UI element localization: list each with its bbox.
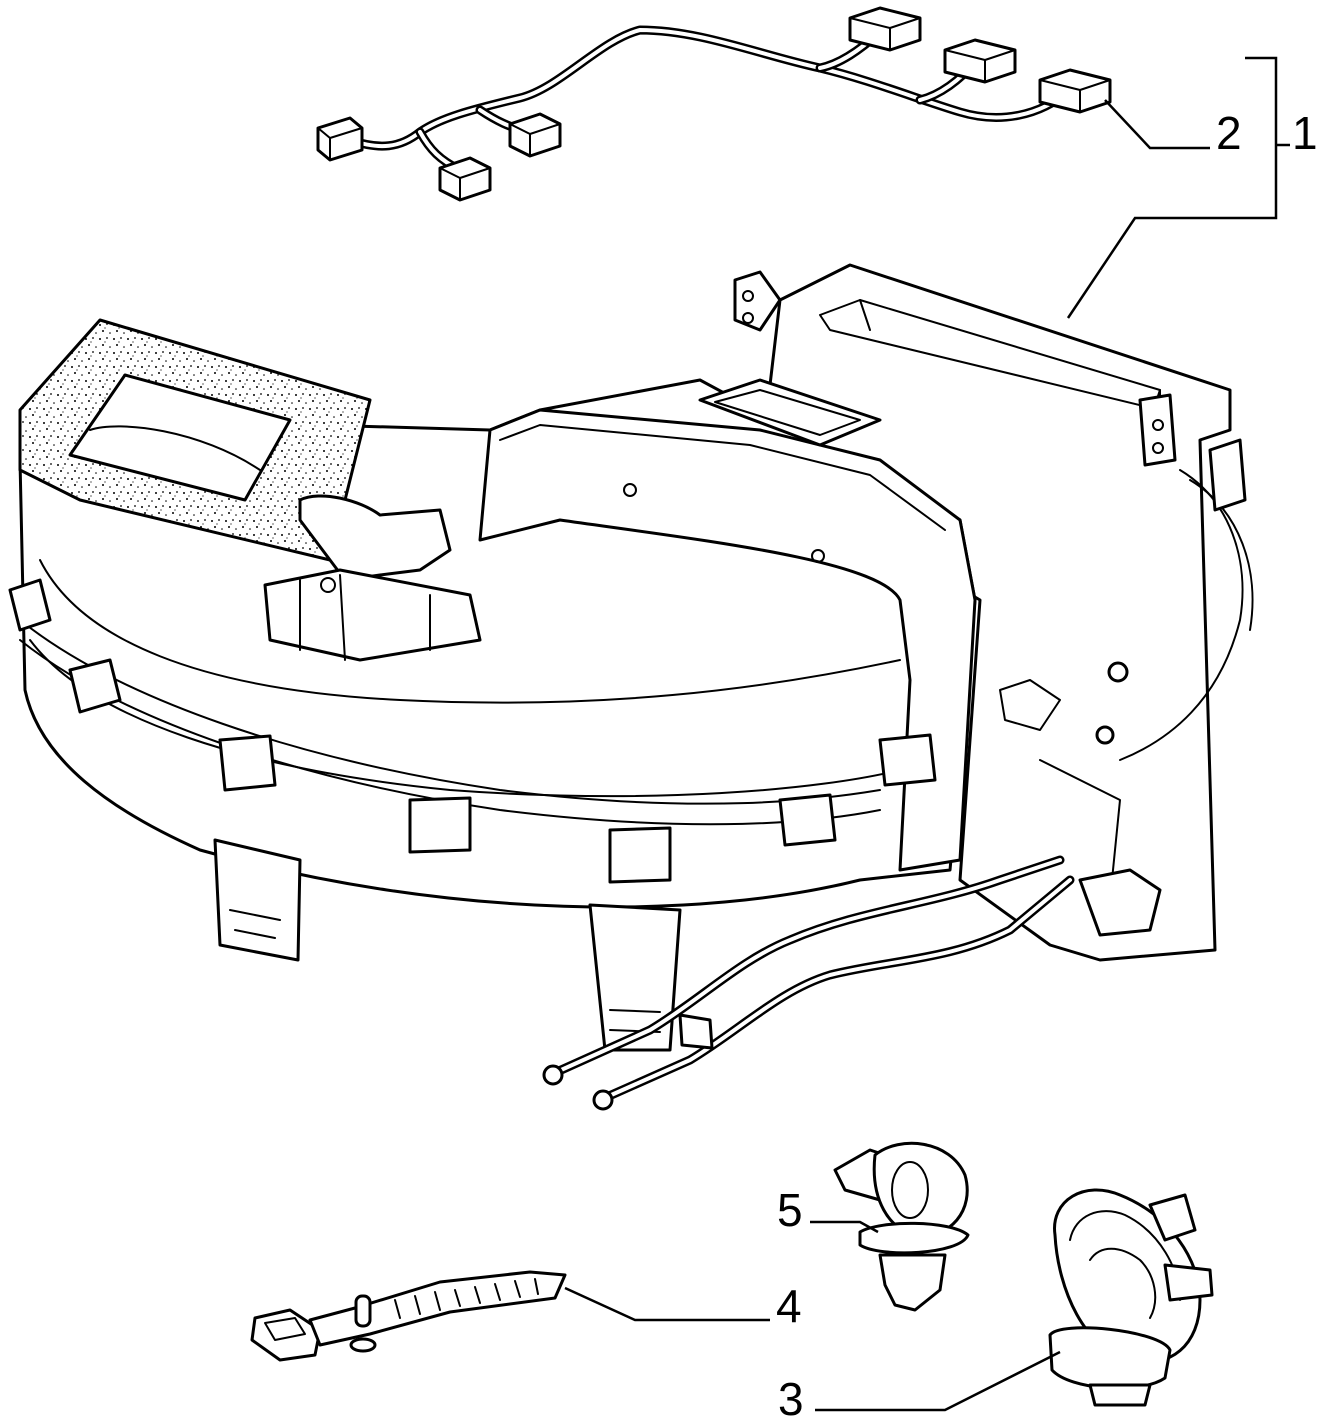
leader-line-4 [564,1286,770,1322]
cable-tie [250,1270,567,1362]
wiring-harness [316,6,1112,202]
leader-line-2 [1104,99,1210,150]
leader-line-3 [815,1350,1061,1412]
harness-connector [438,156,492,202]
hose-clip [1048,1188,1214,1407]
callout-2: 2 [1216,107,1242,159]
harness-connector [1038,68,1112,114]
push-in-clip [833,1141,970,1312]
harness-connector [508,112,562,158]
heater-housing-assembly [8,263,1254,1111]
leader-line-5 [810,1220,879,1234]
bracket-1 [1066,56,1278,319]
harness-connector [943,38,1017,84]
harness-connector [316,116,364,162]
callout-3: 3 [778,1373,804,1418]
harness-connector [848,6,922,52]
mounting-clips [8,578,937,884]
callout-5: 5 [777,1184,803,1236]
callout-4: 4 [776,1280,802,1332]
callout-1: 1 [1292,107,1317,159]
